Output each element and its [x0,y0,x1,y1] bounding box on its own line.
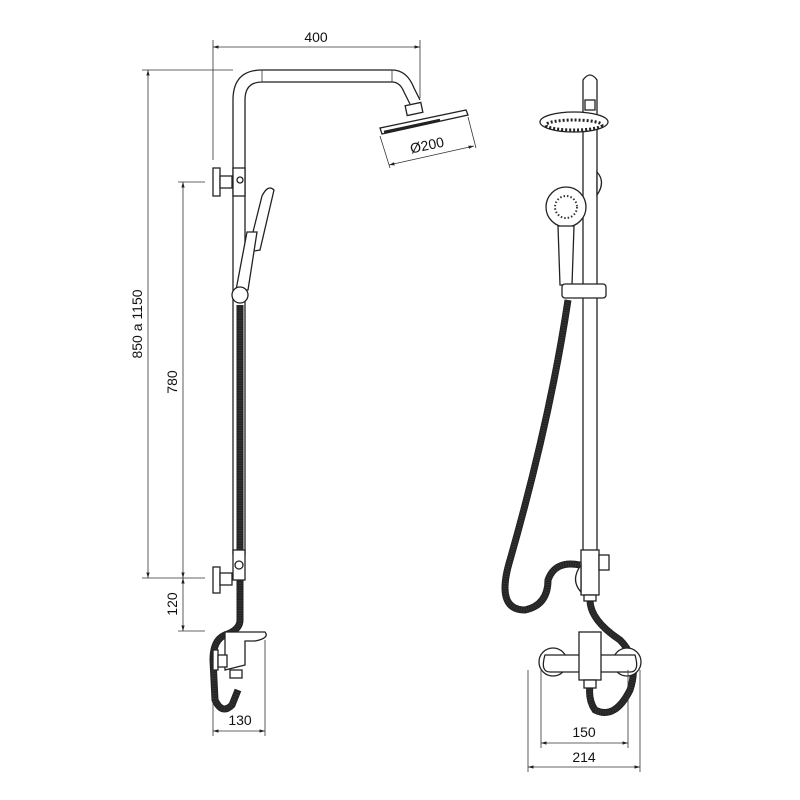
hand-shower [231,187,275,304]
dim-mixer-depth: 130 [228,712,252,728]
dim-inlet-centers: 150 [572,724,596,740]
dim-total-height: 850 a 1150 [129,289,145,358]
dimension-400: 400 [212,29,421,160]
front-diverter [574,549,610,602]
side-hose [209,305,244,713]
upper-wall-bracket [212,167,246,197]
dimension-780: 780 [164,181,205,578]
dimension-214: 214 [527,670,641,772]
shower-column [232,69,421,555]
dim-mixer-width: 214 [572,749,596,765]
front-slider [561,283,607,299]
front-column [582,74,598,555]
dim-bracket-spacing: 780 [164,370,180,394]
dimension-total-height: 850 a 1150 [129,69,233,579]
front-overhead-head [539,99,609,133]
front-hand-shower [545,186,587,286]
overhead-shower-head [379,101,469,135]
side-mixer [212,631,267,679]
dimension-130: 130 [212,640,266,736]
dim-mixer-offset: 120 [164,592,180,616]
side-view: 400 Ø200 850 a 1150 780 120 130 [129,29,477,736]
lower-wall-bracket [212,549,246,594]
front-upper-bracket [596,170,603,198]
dimension-150: 150 [540,670,629,748]
dimension-120: 120 [164,578,205,632]
dim-head-diameter: Ø200 [409,134,446,157]
front-hose [501,299,637,716]
front-mixer [538,631,642,689]
dim-arm-reach: 400 [304,29,328,45]
dimension-diameter: Ø200 [379,116,477,169]
front-view: 150 214 [501,74,642,772]
